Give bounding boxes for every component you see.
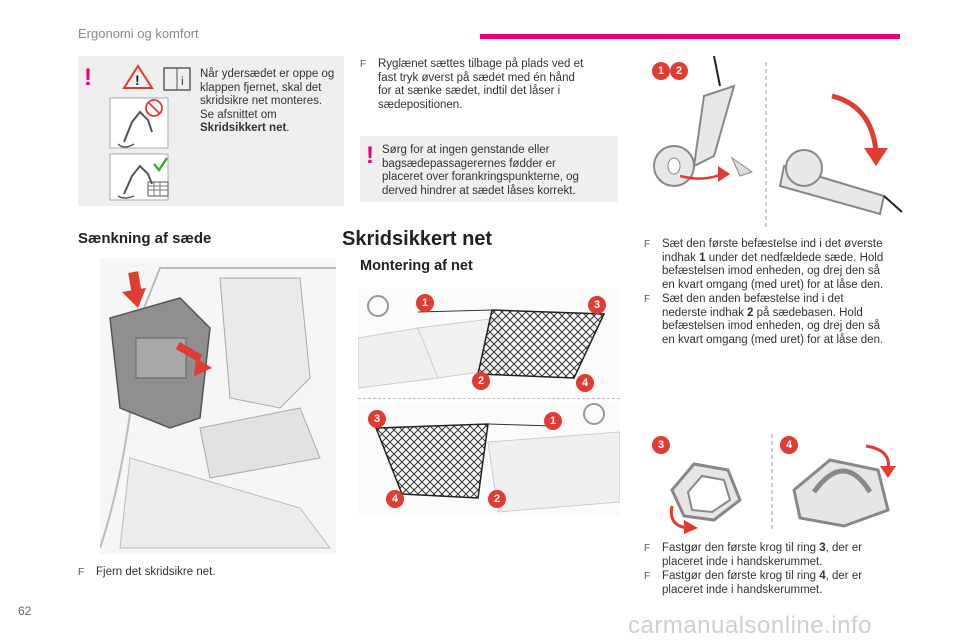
steering-wheel-icon [367, 295, 389, 317]
badge-2: 2 [472, 372, 490, 390]
warning-triangle-icon [122, 64, 154, 89]
seat-lowering-illustration [100, 258, 336, 554]
badge-2-rear: 2 [488, 490, 506, 508]
net-mesh [374, 423, 489, 499]
section-header-title: Ergonomi og komfort [78, 26, 199, 41]
warning-box-net-text: Når ydersædet er oppe og klappen fjernet… [200, 68, 335, 134]
badge-3-rear: 3 [368, 410, 386, 428]
push-arrow-icon [175, 342, 212, 376]
hook-steps: F Fastgør den første krog til ring 3, de… [644, 542, 912, 598]
warning-box-anchor: ! Sørg for at ingen genstande eller bags… [360, 136, 618, 202]
illustration-divider [358, 398, 620, 399]
svg-text:!: ! [135, 72, 140, 88]
watermark: carmanualsonline.info [628, 612, 872, 639]
lower-seat-heading: Sænkning af sæde [78, 230, 212, 247]
rotate-arrow-icon [831, 93, 879, 153]
hook-ring-illustration [644, 430, 906, 534]
fastening-illustration [644, 56, 906, 232]
badge-2-fastening: 2 [670, 62, 688, 80]
prohibited-icon [145, 99, 163, 117]
net-mounting-subheading: Montering af net [360, 258, 473, 274]
warning-mark: ! [366, 142, 374, 169]
down-arrow-icon [122, 271, 146, 308]
net-section-reference: Skridsikkert net [200, 122, 287, 134]
header-accent-bar [480, 34, 900, 39]
net-mesh [477, 309, 606, 379]
list-item: F Ryglænet sættes tilbage på plads ved e… [360, 58, 584, 111]
seat-warning-pictogram: ! i [104, 62, 252, 202]
checkmark-icon [153, 157, 168, 173]
badge-1: 1 [416, 294, 434, 312]
badge-1-fastening: 1 [652, 62, 670, 80]
list-item: F Fastgør den første krog til ring 4, de… [644, 570, 863, 596]
list-item: F Sæt den anden befæstelse ind i det ned… [644, 293, 884, 346]
steering-wheel-icon [583, 403, 605, 425]
warning-mark: ! [84, 64, 92, 91]
badge-3: 3 [588, 296, 606, 314]
net-heading: Skridsikkert net [342, 228, 493, 250]
list-item: F Fastgør den første krog til ring 3, de… [644, 542, 863, 568]
badge-4-hook: 4 [780, 436, 798, 454]
badge-4: 4 [576, 374, 594, 392]
backrest-steps: F Ryglænet sættes tilbage på plads ved e… [360, 58, 618, 113]
warning-box-net: ! ! i Når ydersædet er oppe og klappen f… [78, 56, 344, 206]
list-item: F Sæt den første befæstelse ind i det øv… [644, 238, 884, 291]
fastening-steps: F Sæt den første befæstelse ind i det øv… [644, 238, 912, 348]
page-number: 62 [18, 604, 32, 618]
badge-3-hook: 3 [652, 436, 670, 454]
badge-4-rear: 4 [386, 490, 404, 508]
svg-text:i: i [181, 74, 184, 88]
badge-1-rear: 1 [544, 412, 562, 430]
